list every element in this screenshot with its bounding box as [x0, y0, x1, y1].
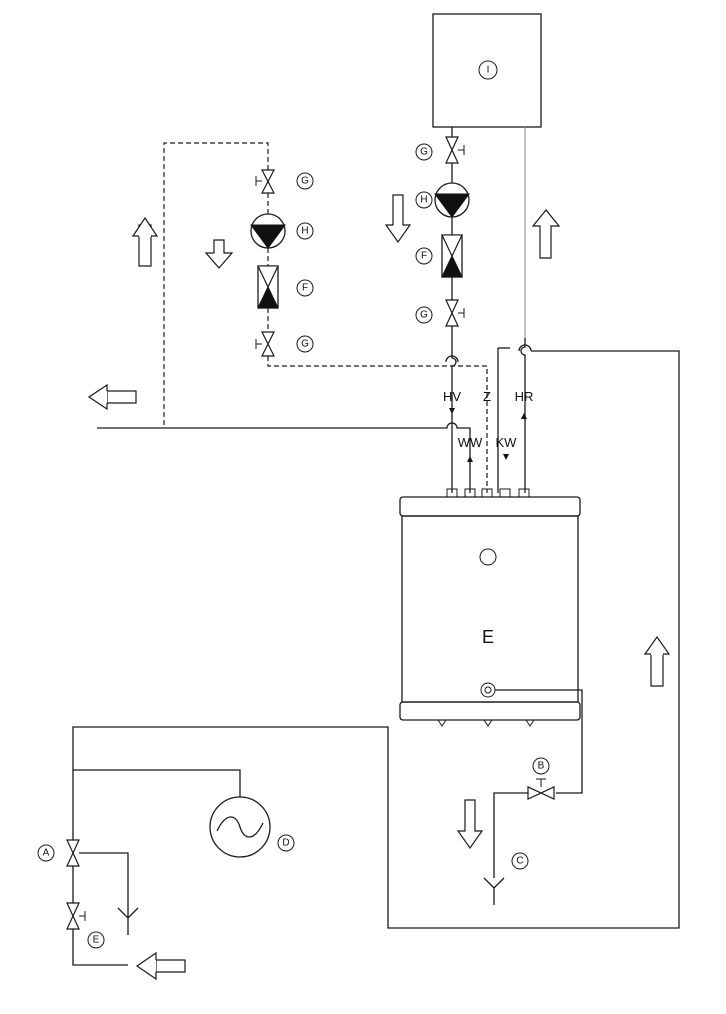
arrow-shaft [650, 651, 664, 687]
safety-funnel [117, 907, 139, 935]
boiler-label-circle [478, 60, 498, 80]
label-g-dashed-bottom: G [301, 339, 309, 350]
flow-arrow-down-dashed [204, 239, 234, 269]
label-f-main: F [421, 251, 427, 262]
flow-arrow-up-left [131, 216, 159, 237]
label-circle-e-inlet [87, 931, 105, 949]
valve-g-dashed-bottom [255, 331, 275, 357]
tank-label: E [482, 627, 494, 647]
ww-up-mark [467, 456, 473, 462]
label-h-dashed: H [301, 226, 308, 237]
label-circle-h [415, 191, 433, 209]
valve-a [66, 839, 80, 867]
label-g-main-top: G [420, 147, 428, 158]
boiler-label: I [487, 65, 490, 76]
crossover [445, 355, 459, 363]
drain-pipe [495, 689, 583, 794]
label-circle-c [511, 852, 529, 870]
label-circle-h-dashed [296, 222, 314, 240]
arrow-shaft-left [104, 390, 137, 404]
ww-pipe [97, 422, 471, 493]
flow-arrow-down-drain [456, 799, 484, 850]
valve-e-inlet [66, 902, 86, 930]
flow-arrow-down-main [384, 194, 412, 244]
hv-pipe-mid [451, 326, 457, 380]
valve-g-main-top [445, 136, 465, 164]
filter-f-dashed [257, 265, 279, 309]
label-circle-g2 [415, 306, 433, 324]
dashed-circ-line [163, 142, 269, 428]
expansion-wave-icon [216, 816, 264, 838]
flow-arrow-up-right [643, 635, 671, 655]
drain-to-c [493, 792, 528, 878]
port-z: Z [483, 389, 491, 404]
tank-drain-inner [484, 686, 492, 694]
tank-drain-port [480, 682, 496, 698]
label-circle-f [415, 247, 433, 265]
expansion-vessel-d [209, 796, 271, 858]
label-circle-g-dashed-bottom [296, 335, 314, 353]
hr-up-mark [521, 413, 527, 419]
label-c: C [516, 856, 523, 867]
label-a: A [43, 848, 50, 859]
hr-pipe [520, 338, 526, 493]
label-f-dashed: F [302, 283, 308, 294]
flow-arrow-left-inlet [135, 951, 157, 981]
valve-g-main-bottom [445, 299, 465, 327]
kw-down-mark [503, 454, 509, 460]
label-g-main-bottom: G [420, 310, 428, 321]
flow-arrow-up-return [531, 209, 561, 259]
safety-pipe [79, 852, 129, 918]
port-hr: HR [515, 389, 534, 404]
label-circle-b [532, 757, 550, 775]
z-dashed-line [267, 356, 488, 493]
expansion-pipe [73, 769, 241, 797]
valve-g-dashed-top [255, 169, 275, 194]
label-d: D [282, 838, 289, 849]
flow-arrow-left-ww [87, 383, 108, 411]
crossover-hr [518, 344, 532, 352]
port-kw: KW [496, 435, 518, 450]
pump-h-dashed [250, 213, 286, 249]
valve-b [527, 778, 555, 800]
drain-funnel-c [483, 877, 505, 905]
label-circle-a [37, 844, 55, 862]
cold-water-loop [72, 350, 680, 966]
port-ww: WW [458, 435, 483, 450]
label-h-main: H [420, 195, 427, 206]
boiler-box [432, 13, 542, 128]
arrow-shaft-inlet [153, 959, 186, 973]
storage-tank [399, 488, 581, 727]
filter-f-main [441, 234, 463, 278]
label-circle-f-dashed [296, 279, 314, 297]
label-circle-g-dashed [296, 172, 314, 190]
pump-h-main [434, 182, 470, 218]
label-circle-d [277, 834, 295, 852]
label-b: B [538, 761, 545, 772]
label-g-dashed-top: G [301, 176, 309, 187]
label-circle-g [415, 143, 433, 161]
tank-sensor-circle [479, 548, 497, 566]
label-e-inlet: E [93, 935, 100, 946]
